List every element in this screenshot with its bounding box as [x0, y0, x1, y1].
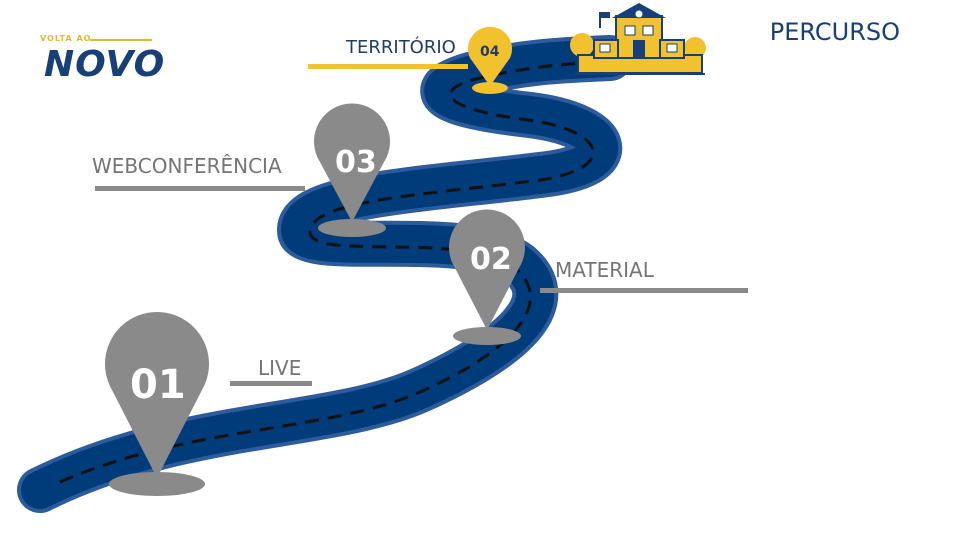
logo-divider	[90, 39, 152, 41]
label-underline	[95, 186, 305, 191]
school-building-icon	[570, 3, 706, 75]
step-number: 02	[470, 242, 512, 277]
step-number: 03	[335, 145, 377, 180]
label-underline	[230, 381, 312, 386]
step-number: 01	[130, 362, 186, 408]
step-label: MATERIAL	[555, 258, 654, 282]
step-label: WEBCONFERÊNCIA	[92, 154, 282, 178]
step-label: TERRITÓRIO	[346, 37, 456, 58]
road-center-line	[59, 60, 601, 484]
step-label: LIVE	[258, 356, 302, 380]
map-pin-icon	[314, 103, 391, 222]
page-title: PERCURSO	[769, 18, 900, 46]
map-pin-icon	[468, 26, 512, 86]
label-underline	[540, 288, 748, 293]
logo-small-text: VOLTA AO	[40, 34, 92, 43]
label-underline	[308, 64, 468, 69]
step-number: 04	[480, 44, 500, 60]
map-pin-icon	[449, 209, 526, 330]
map-pin-icon	[105, 311, 209, 478]
logo: NOVO	[44, 44, 166, 85]
